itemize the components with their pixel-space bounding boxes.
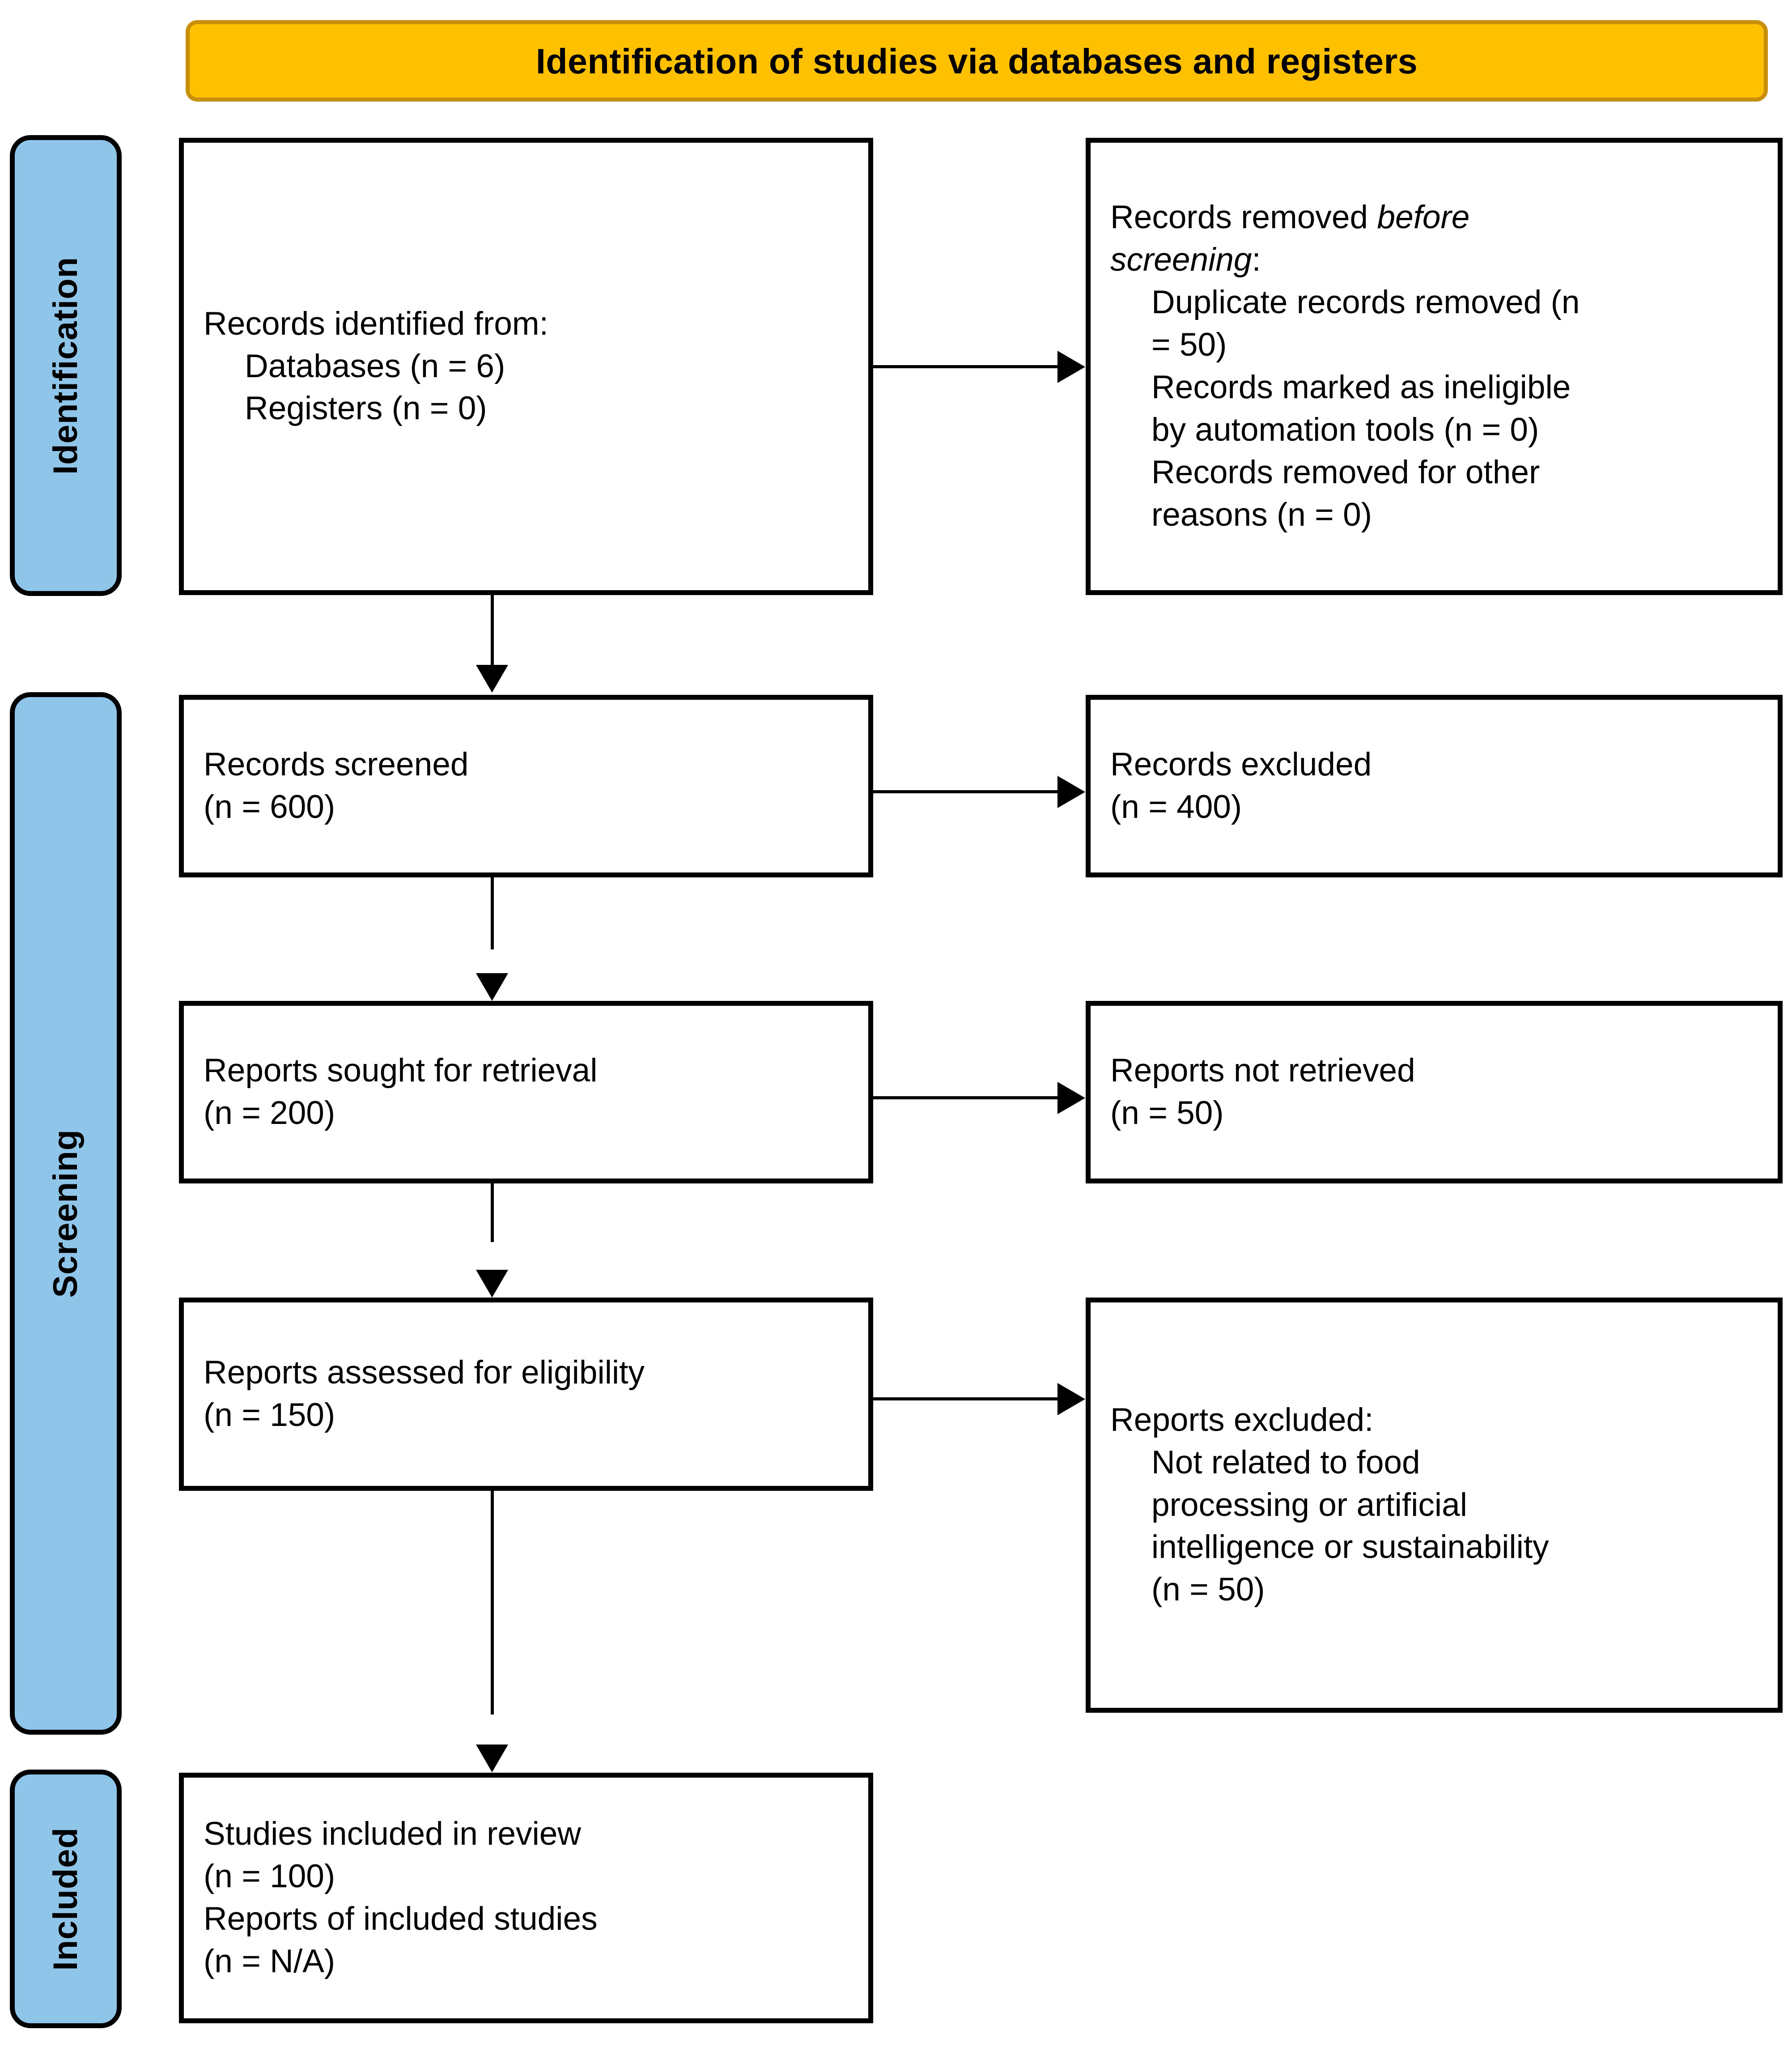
records-ineligible-automation-line-2: by automation tools (n = 0) [1151, 411, 1539, 448]
box-reports-excluded: Reports excluded: Not related to food pr… [1086, 1298, 1783, 1713]
records-identified-registers: Registers (n = 0) [245, 390, 487, 427]
box-studies-included: Studies included in review (n = 100) Rep… [179, 1773, 873, 2023]
arrow-screened-to-sought-shaft [491, 877, 494, 949]
reports-of-included-studies-label: Reports of included studies [204, 1901, 598, 1937]
arrow-assessed-to-reports-excluded-head [1057, 1383, 1085, 1415]
studies-included-label: Studies included in review [204, 1816, 582, 1852]
arrow-sought-to-not-retrieved-shaft [873, 1096, 1057, 1099]
box-reports-assessed-for-eligibility: Reports assessed for eligibility (n = 15… [179, 1298, 873, 1491]
reports-assessed-count: (n = 150) [204, 1397, 335, 1433]
reports-excluded-heading: Reports excluded: [1110, 1401, 1374, 1438]
records-screened-count: (n = 600) [204, 789, 335, 825]
box-records-removed-before-screening: Records removed before screening: Duplic… [1086, 138, 1783, 595]
records-screened-label: Records screened [204, 746, 469, 783]
box-records-screened: Records screened (n = 600) [179, 695, 873, 877]
reports-sought-label: Reports sought for retrieval [204, 1052, 598, 1089]
arrow-identified-to-removed-shaft [873, 365, 1057, 368]
reports-not-retrieved-count: (n = 50) [1110, 1095, 1224, 1131]
box-records-identified: Records identified from: Databases (n = … [179, 138, 873, 595]
studies-included-count: (n = 100) [204, 1858, 335, 1895]
box-reports-not-retrieved: Reports not retrieved (n = 50) [1086, 1001, 1783, 1183]
reports-excluded-reason-line-3: intelligence or sustainability [1151, 1529, 1549, 1566]
reports-excluded-reason-line-2: processing or artificial [1151, 1486, 1467, 1523]
reports-of-included-studies-count: (n = N/A) [204, 1943, 335, 1979]
arrow-screened-to-excluded-head [1057, 776, 1085, 808]
stage-label-screening: Screening [10, 692, 122, 1735]
reports-excluded-reason-line-1: Not related to food [1151, 1444, 1420, 1481]
arrow-sought-to-not-retrieved-head [1057, 1082, 1085, 1114]
duplicate-records-removed-line-1: Duplicate records removed (n [1151, 284, 1580, 321]
stage-label-identification-text: Identification [47, 256, 85, 475]
arrow-sought-to-assessed-head [476, 1270, 508, 1298]
records-removed-other-line-1: Records removed for other [1151, 454, 1540, 490]
stage-label-included: Included [10, 1770, 122, 2028]
arrow-sought-to-assessed-shaft [491, 1183, 494, 1242]
records-removed-heading-1: Records removed before [1110, 196, 1758, 239]
arrow-identified-to-screened-head [476, 665, 508, 693]
arrow-screened-to-sought-head [476, 973, 508, 1001]
diagram-header-banner: Identification of studies via databases … [186, 20, 1768, 102]
reports-excluded-count: (n = 50) [1151, 1571, 1265, 1608]
arrow-screened-to-excluded-shaft [873, 790, 1057, 793]
records-removed-other-line-2: reasons (n = 0) [1151, 496, 1372, 533]
records-removed-heading-em-before: before [1377, 199, 1470, 236]
records-excluded-label: Records excluded [1110, 746, 1372, 783]
records-removed-heading-em-screening: screening [1110, 242, 1252, 278]
arrow-identified-to-screened-shaft [491, 595, 494, 667]
reports-assessed-label: Reports assessed for eligibility [204, 1354, 645, 1391]
records-excluded-count: (n = 400) [1110, 789, 1242, 825]
duplicate-records-removed-line-2: = 50) [1151, 327, 1227, 363]
records-ineligible-automation-line-1: Records marked as ineligible [1151, 369, 1571, 405]
box-records-excluded: Records excluded (n = 400) [1086, 695, 1783, 877]
box-reports-sought-for-retrieval: Reports sought for retrieval (n = 200) [179, 1001, 873, 1183]
stage-label-included-text: Included [47, 1827, 85, 1971]
stage-label-identification: Identification [10, 135, 122, 596]
records-removed-heading-2: screening: [1110, 239, 1758, 281]
records-removed-heading-prefix: Records removed [1110, 199, 1377, 236]
reports-not-retrieved-label: Reports not retrieved [1110, 1052, 1415, 1089]
records-identified-databases: Databases (n = 6) [245, 348, 505, 384]
reports-sought-count: (n = 200) [204, 1095, 335, 1131]
records-identified-line-1: Records identified from: [204, 305, 548, 342]
arrow-assessed-to-included-shaft [491, 1491, 494, 1715]
arrow-identified-to-removed-head [1057, 351, 1085, 383]
stage-label-screening-text: Screening [47, 1129, 85, 1298]
arrow-assessed-to-included-head [476, 1745, 508, 1772]
records-removed-heading-colon: : [1252, 242, 1261, 278]
arrow-assessed-to-reports-excluded-shaft [873, 1397, 1057, 1400]
diagram-title: Identification of studies via databases … [535, 41, 1418, 81]
